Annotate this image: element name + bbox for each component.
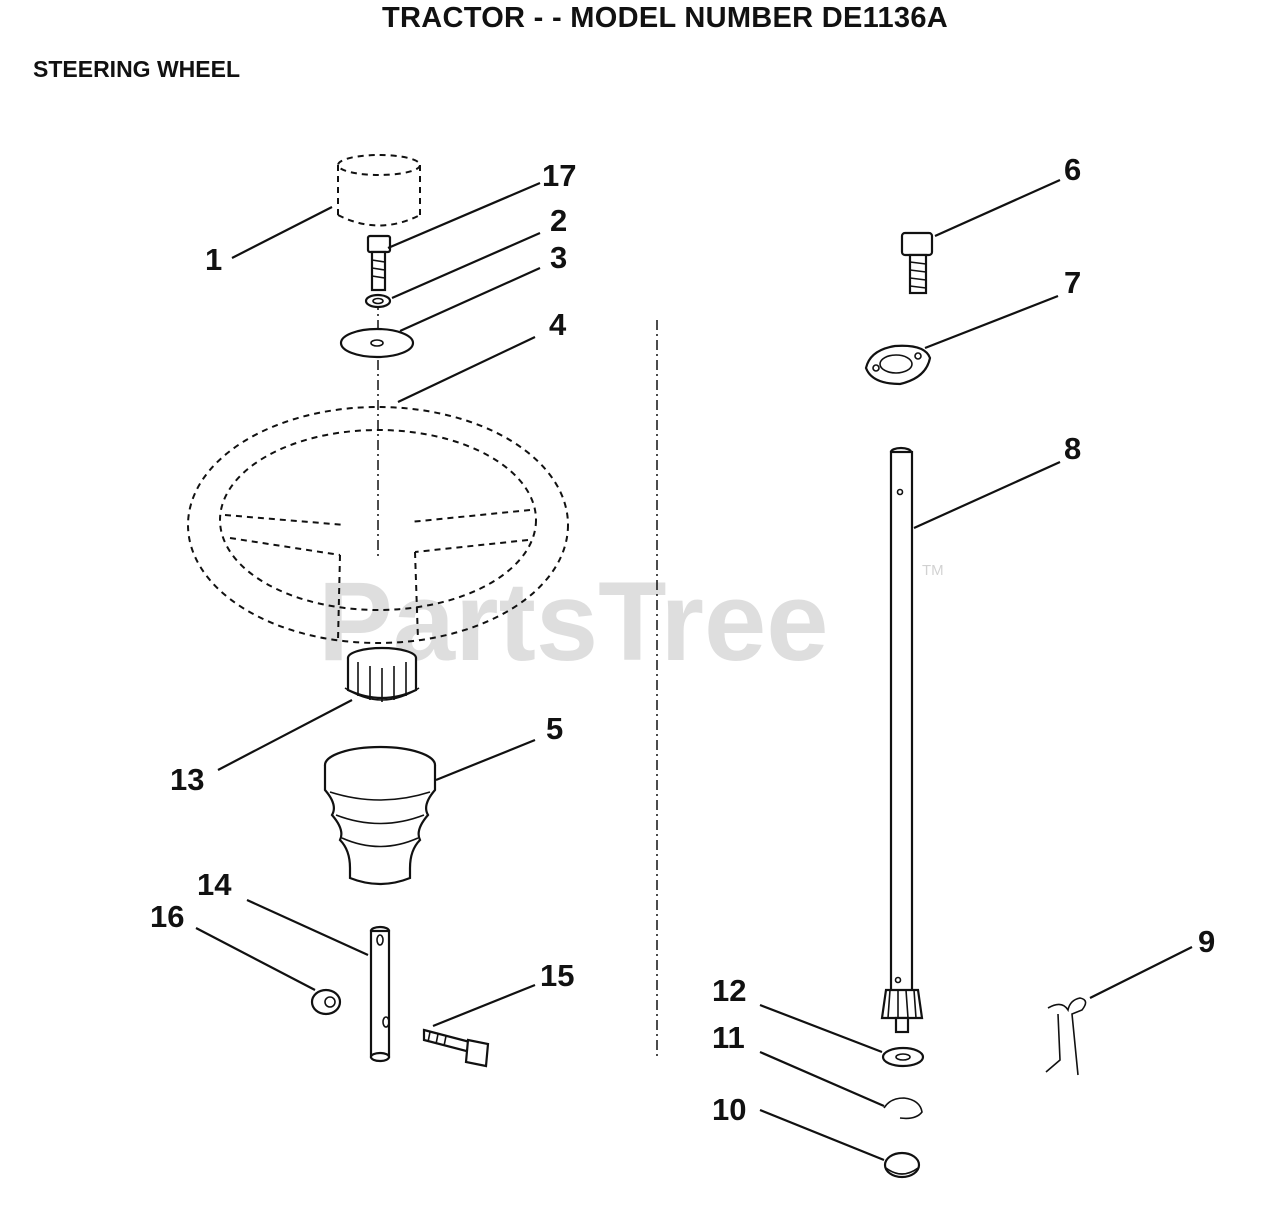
part-5-boot xyxy=(323,745,437,886)
part-9-spring-clip xyxy=(1045,997,1087,1076)
callout-1: 1 xyxy=(205,242,222,277)
part-6-bolt xyxy=(900,231,934,295)
callout-11: 11 xyxy=(712,1020,745,1055)
callout-12: 12 xyxy=(712,973,746,1008)
callout-5: 5 xyxy=(546,711,563,746)
callout-6: 6 xyxy=(1064,152,1081,187)
callout-10: 10 xyxy=(712,1092,746,1127)
callout-14: 14 xyxy=(197,867,232,902)
callout-3: 3 xyxy=(550,240,567,275)
callout-8: 8 xyxy=(1064,431,1081,466)
part-4-steering-wheel xyxy=(187,406,569,644)
callout-9: 9 xyxy=(1198,924,1215,959)
callout-16: 16 xyxy=(150,899,184,934)
callout-4: 4 xyxy=(549,307,567,342)
part-8-steering-shaft xyxy=(880,446,924,1034)
part-17-bolt xyxy=(366,234,392,292)
part-14-shaft xyxy=(369,925,391,1063)
part-7-flange-bearing xyxy=(864,344,932,386)
watermark-trademark: TM xyxy=(922,562,944,579)
part-1-hub-cap xyxy=(337,154,421,227)
diagram-subtitle: STEERING WHEEL xyxy=(33,56,241,82)
part-2-lock-washer xyxy=(364,293,392,309)
part-10-cap xyxy=(883,1151,921,1179)
part-13-adapter xyxy=(344,646,420,702)
leader-lines xyxy=(195,178,1193,1162)
callout-15: 15 xyxy=(540,958,574,993)
part-16-nut xyxy=(310,988,342,1016)
callout-7: 7 xyxy=(1064,265,1081,300)
callout-13: 13 xyxy=(170,762,204,797)
part-12-washer xyxy=(881,1046,925,1068)
part-15-bolt xyxy=(422,1028,490,1068)
part-3-flat-washer xyxy=(339,327,415,359)
callout-17: 17 xyxy=(542,158,576,193)
callout-2: 2 xyxy=(550,203,567,238)
part-11-retaining-ring xyxy=(883,1097,923,1120)
diagram-title: TRACTOR - - MODEL NUMBER DE1136A xyxy=(381,2,949,34)
